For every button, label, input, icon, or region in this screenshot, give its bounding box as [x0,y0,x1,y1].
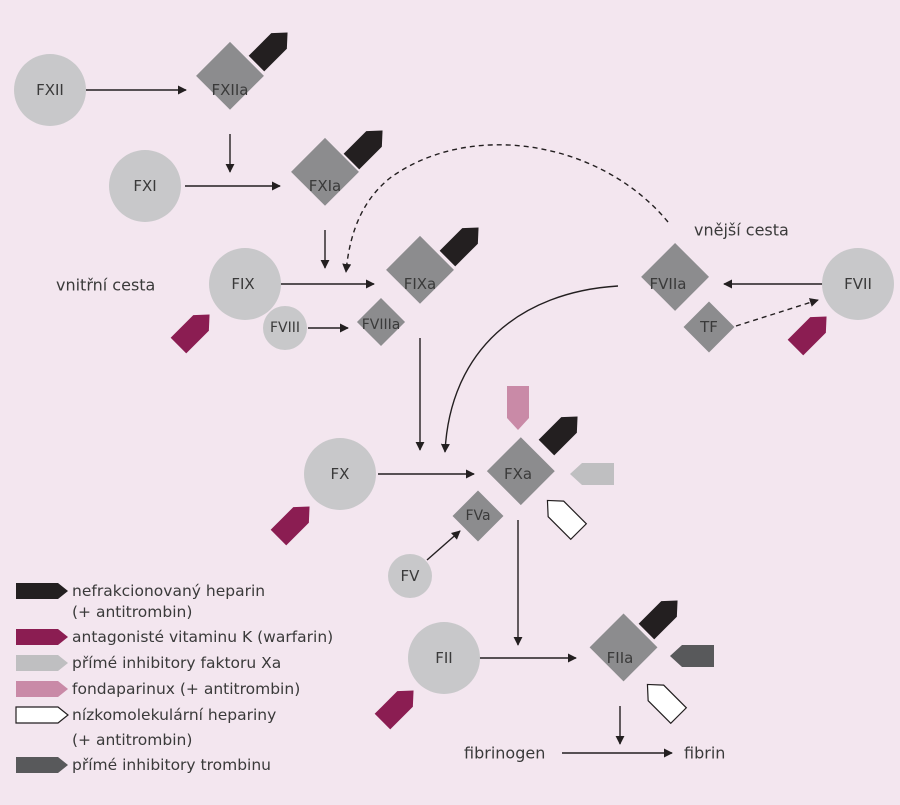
label-fviiia: FVIIIa [362,317,401,333]
factor-circles [14,54,894,694]
legend-warfarin: antagonisté vitaminu K (warfarin) [72,628,333,646]
heparin-marker-fiia [638,600,678,640]
circle-fviii [263,306,307,350]
heparin-marker-fxia [343,130,383,170]
label-fxii: FXII [36,81,64,99]
label-fxi: FXI [133,177,156,195]
label-fxiia: FXIIa [212,81,249,99]
label-fixa: FIXa [404,275,437,293]
legend-heparin-line2: (+ antitrombin) [72,603,192,621]
legend-swatch-lmwh [15,706,69,724]
inhibitor-markers [170,32,827,730]
legend-fondaparinux: fondaparinux (+ antitrombin) [72,680,300,698]
legend-swatch-xa-inhibitors [16,655,68,671]
arrows [86,85,825,758]
circle-fxi [109,150,181,222]
diamond-fixa [386,235,454,304]
label-fxia: FXIa [309,177,342,195]
arrow-fviia-fxa [440,285,619,453]
label-fviii: FVIII [270,320,300,336]
label-fxa: FXa [504,465,532,483]
label-fvii: FVII [844,275,872,293]
pathway-labels: vnitřní cesta vnější cesta fibrinogen fi… [56,221,789,763]
heparin-marker-fxa [538,416,578,456]
arrow-fv-fva [426,530,461,561]
circle-fv [388,554,432,598]
fondaparinux-marker-fxa [507,386,529,430]
label-fibrin: fibrin [684,744,725,763]
legend-lmwh-line2: (+ antitrombin) [72,731,192,749]
heparin-marker-fxiia [248,32,288,72]
lmwh-marker-fiia [646,683,688,725]
factor-diamonds [196,41,735,682]
label-fii: FII [435,649,452,667]
diamond-fiia [589,613,658,682]
diamond-fviiia [356,297,406,347]
label-fiia: FIIa [607,649,634,667]
lmwh-marker-fxa [546,499,588,541]
legend-swatch-thrombin-inhibitors [16,757,68,773]
circle-fii [408,622,480,694]
label-fibrinogen: fibrinogen [464,744,545,763]
diamond-tf [683,301,735,353]
legend-heparin-line1: nefrakcionovaný heparin [72,582,265,600]
circle-fxii [14,54,86,126]
legend-swatch-heparin [16,583,68,599]
arrow-fviia-fixa-dashed [342,144,669,273]
legend-thrombin-inhibitors: přímé inhibitory trombinu [72,756,271,774]
legend-lmwh-line1: nízkomolekulární hepariny [72,706,276,724]
warfarin-marker-fx [270,506,310,546]
legend: nefrakcionovaný heparin (+ antitrombin) … [15,582,333,774]
xa-inhibitor-marker-fxa [570,463,614,485]
label-extrinsic-pathway: vnější cesta [694,221,789,240]
warfarin-marker-fii [374,690,414,730]
legend-swatch-fondaparinux [16,681,68,697]
diamond-fxia [291,137,359,206]
circle-fvii [822,248,894,320]
label-tf: TF [699,318,718,336]
label-fx: FX [331,465,350,483]
factor-labels: FXII FXIIa FXI FXIa FIX FIXa FVIII FVIII… [36,81,872,667]
label-fva: FVa [465,508,490,524]
legend-xa-inhibitors: přímé inhibitory faktoru Xa [72,654,281,672]
circle-fx [304,438,376,510]
heparin-marker-fixa [439,227,479,267]
label-fv: FV [401,567,421,585]
warfarin-marker-fix [170,314,210,354]
diamond-fviia [641,242,710,311]
thrombin-inhibitor-marker-fiia [670,645,714,667]
legend-swatch-warfarin [16,629,68,645]
label-intrinsic-pathway: vnitřní cesta [56,276,155,295]
label-fviia: FVIIa [650,275,687,293]
circle-fix [209,248,281,320]
label-fix: FIX [231,275,254,293]
warfarin-marker-fvii [787,316,827,356]
